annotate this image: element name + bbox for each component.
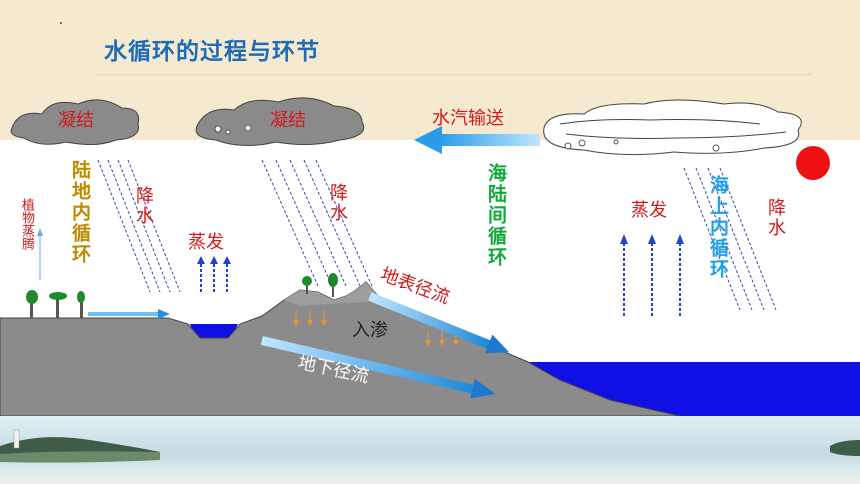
label-land-cycle: 陆地内循环 — [69, 160, 91, 265]
cloud-right — [543, 99, 802, 156]
cloud-left — [10, 99, 140, 146]
surface-runoff-arrow — [368, 292, 510, 354]
rain-right — [683, 167, 777, 311]
transpiration-arrow — [37, 228, 43, 280]
rain-mid — [261, 159, 373, 287]
cloud-bubbles — [214, 124, 720, 152]
label-condensation-left: 凝结 — [58, 110, 94, 131]
footer-seascape — [0, 416, 860, 484]
lake — [190, 324, 238, 340]
sun — [796, 146, 830, 180]
label-precip-right: 降水 — [765, 198, 786, 238]
label-sea-cycle: 海上内循环 — [707, 175, 729, 280]
label-precip-mid: 降水 — [327, 183, 348, 223]
evap-arrows-sea — [620, 234, 684, 316]
groundwater-runoff-arrow — [260, 336, 496, 399]
label-sea-land-cycle: 海陆间循环 — [485, 163, 507, 268]
island-left-shore — [0, 451, 160, 463]
rain-left — [97, 159, 181, 293]
vapor-transport-arrow — [414, 126, 540, 154]
cloud-mid — [195, 97, 365, 146]
infiltration-arrows — [293, 310, 459, 346]
label-precip-left: 降水 — [133, 186, 154, 226]
evap-arrows-land — [197, 256, 231, 292]
island-right — [830, 440, 860, 456]
label-plant-transpiration: 植物蒸腾 — [19, 198, 34, 250]
label-evaporation-sea: 蒸发 — [631, 200, 667, 221]
lighthouse — [13, 429, 20, 449]
label-condensation-mid: 凝结 — [270, 110, 306, 131]
decor-dot — [60, 22, 62, 24]
title-divider — [96, 74, 812, 75]
page-title: 水循环的过程与环节 — [104, 39, 320, 65]
label-evaporation-land: 蒸发 — [188, 232, 224, 253]
label-vapor-transport: 水汽输送 — [432, 108, 504, 129]
land-flow-arrow — [88, 309, 170, 319]
hill-top — [284, 282, 378, 306]
label-infiltration: 入渗 — [352, 320, 388, 341]
trees-left — [26, 290, 85, 318]
trees-hill — [302, 273, 338, 297]
